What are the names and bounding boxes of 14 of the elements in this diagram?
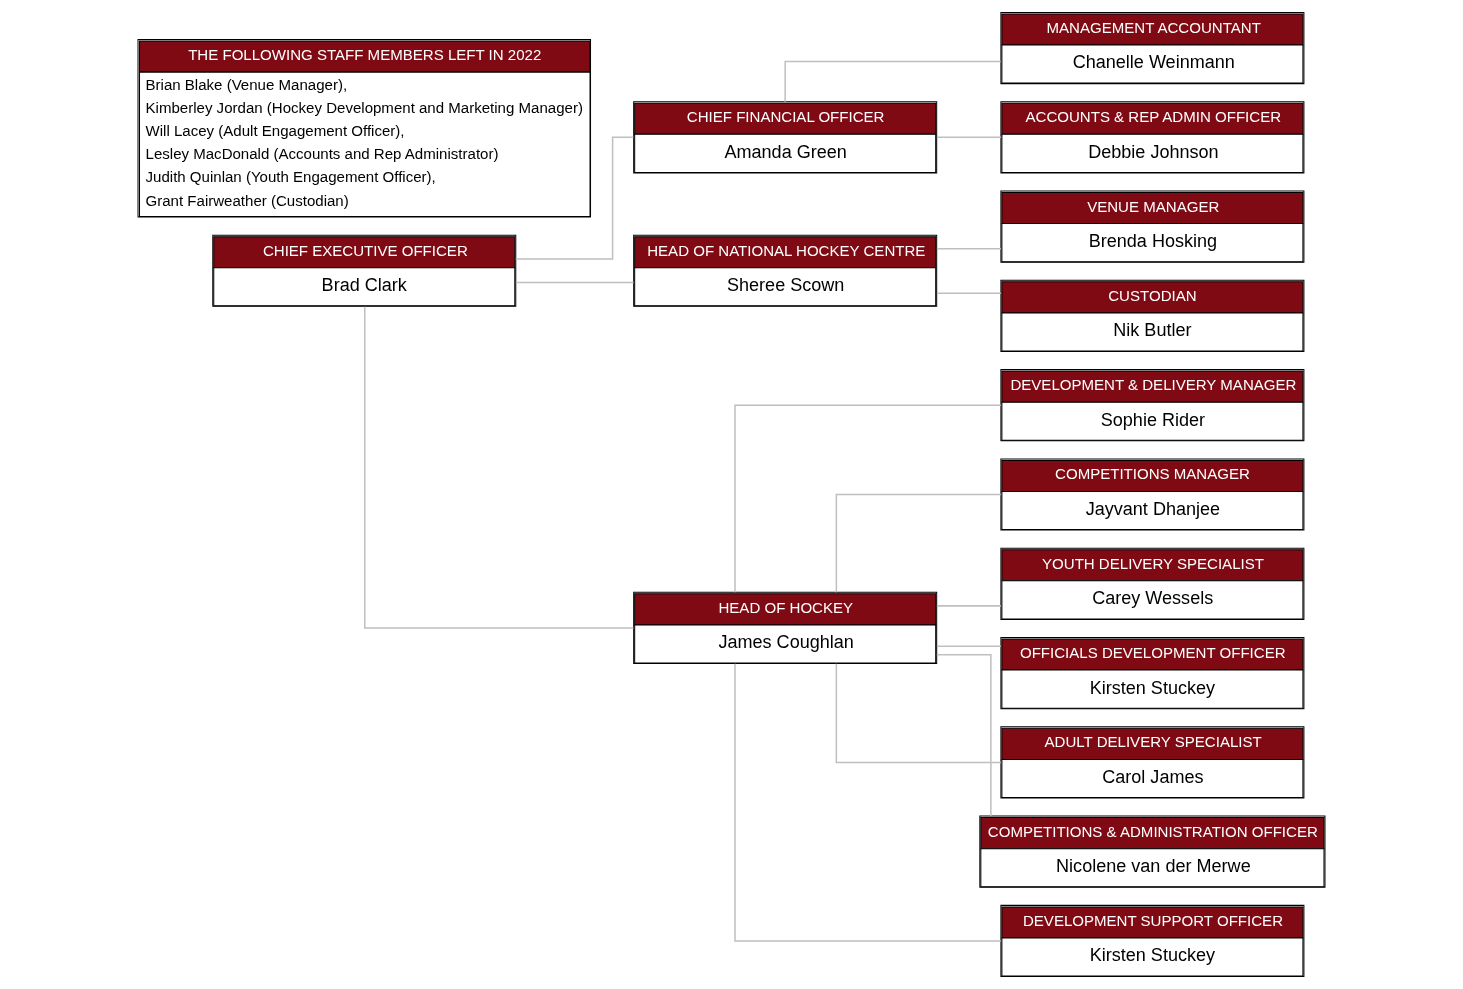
connector — [936, 645, 1002, 647]
connector — [364, 305, 635, 629]
connector — [515, 136, 635, 260]
connector — [784, 60, 1002, 103]
connector — [835, 662, 1002, 764]
connector — [734, 663, 1002, 942]
connector — [936, 292, 1002, 295]
connector — [734, 404, 1002, 593]
connector — [835, 493, 1002, 593]
connector — [936, 605, 1002, 607]
connector — [936, 136, 1002, 139]
connector — [936, 654, 992, 817]
connector — [936, 247, 1002, 250]
connector — [515, 281, 635, 284]
